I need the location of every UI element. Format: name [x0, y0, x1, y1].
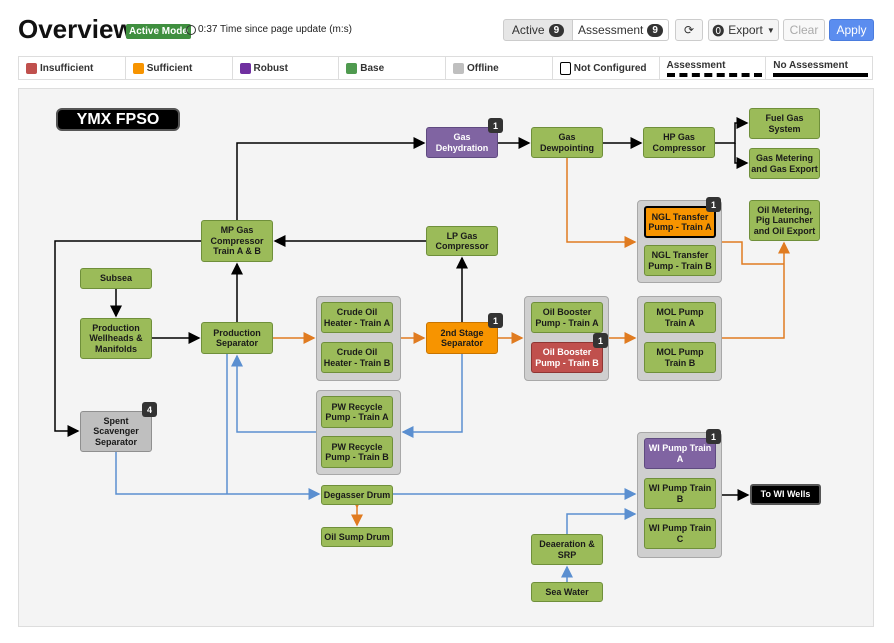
- active-count: 9: [548, 23, 565, 37]
- legend-sufficient: Sufficient: [126, 57, 233, 79]
- dashed-line-icon: [666, 72, 762, 77]
- swatch-icon: [239, 62, 251, 74]
- legend: Insufficient Sufficient Robust Base Offl…: [18, 56, 873, 80]
- refresh-button[interactable]: ⟳: [675, 19, 703, 41]
- node-oil-booster-b[interactable]: Oil Booster Pump - Train B: [531, 342, 603, 373]
- line: [236, 137, 426, 220]
- node-spent-scavenger[interactable]: Spent Scavenger Separator: [80, 411, 152, 452]
- swatch-icon: [346, 62, 358, 74]
- clock-icon: [186, 25, 196, 35]
- apply-button[interactable]: Apply: [829, 19, 874, 41]
- count-badge: 1: [488, 313, 503, 328]
- node-to-wi-wells[interactable]: To WI Wells: [750, 484, 821, 505]
- node-wi-pump-a[interactable]: WI Pump Train A: [644, 438, 716, 469]
- export-icon: ⓿: [712, 23, 725, 38]
- node-deaeration[interactable]: Deaeration & SRP: [531, 534, 603, 565]
- legend-assessment: Assessment: [660, 57, 767, 79]
- legend-insufficient: Insufficient: [19, 57, 126, 79]
- swatch-icon: [132, 62, 144, 74]
- legend-base: Base: [339, 57, 446, 79]
- node-mol-pump-a[interactable]: MOL Pump Train A: [644, 302, 716, 333]
- legend-label: Robust: [253, 62, 288, 74]
- legend-label: Assessment: [666, 59, 726, 71]
- node-lp-gas-compressor[interactable]: LP Gas Compressor: [426, 226, 498, 256]
- legend-label: Insufficient: [40, 62, 94, 74]
- swatch-icon: [453, 62, 464, 74]
- legend-offline: Offline: [446, 57, 553, 79]
- node-gas-dehydration[interactable]: Gas Dehydration: [426, 127, 498, 158]
- diagram-area: [18, 88, 874, 627]
- legend-label: Not Configured: [573, 62, 647, 74]
- node-fuel-gas[interactable]: Fuel Gas System: [749, 108, 820, 139]
- node-pw-recycle-a[interactable]: PW Recycle Pump - Train A: [321, 396, 393, 428]
- swatch-icon: [26, 62, 37, 74]
- count-badge: 4: [142, 402, 157, 417]
- page-title: Overview: [18, 14, 134, 44]
- node-sea-water[interactable]: Sea Water: [531, 582, 603, 602]
- node-degasser-drum[interactable]: Degasser Drum: [321, 485, 393, 505]
- export-label: Export: [728, 23, 763, 37]
- node-wi-pump-b[interactable]: WI Pump Train B: [644, 478, 716, 509]
- node-pw-recycle-b[interactable]: PW Recycle Pump - Train B: [321, 436, 393, 468]
- active-label: Active: [511, 23, 545, 37]
- node-crude-heater-a[interactable]: Crude Oil Heater - Train A: [321, 302, 393, 333]
- node-oil-sump-drum[interactable]: Oil Sump Drum: [321, 527, 393, 547]
- node-mol-pump-b[interactable]: MOL Pump Train B: [644, 342, 716, 373]
- legend-label: Base: [360, 62, 385, 74]
- node-gas-metering[interactable]: Gas Metering and Gas Export: [749, 148, 820, 179]
- count-badge: 1: [593, 333, 608, 348]
- update-timer: 0:37 Time since page update (m:s): [198, 24, 352, 35]
- refresh-icon: ⟳: [683, 23, 695, 37]
- clear-button[interactable]: Clear: [783, 19, 825, 41]
- count-badge: 1: [706, 429, 721, 444]
- assessment-count: 9: [647, 23, 663, 37]
- node-ngl-pump-b[interactable]: NGL Transfer Pump - Train B: [644, 245, 716, 276]
- node-ngl-pump-a[interactable]: NGL Transfer Pump - Train A: [644, 206, 716, 238]
- node-hp-gas-compressor[interactable]: HP Gas Compressor: [643, 127, 715, 158]
- node-mp-gas-compressor[interactable]: MP Gas Compressor Train A & B: [201, 220, 273, 262]
- legend-label: No Assessment: [773, 59, 848, 71]
- site-label: YMX FPSO: [56, 108, 180, 131]
- node-2nd-stage-separator[interactable]: 2nd Stage Separator: [426, 322, 498, 354]
- count-badge: 1: [488, 118, 503, 133]
- count-badge: 1: [706, 197, 721, 212]
- node-oil-booster-a[interactable]: Oil Booster Pump - Train A: [531, 302, 603, 333]
- legend-label: Offline: [467, 62, 499, 74]
- solid-line-icon: [773, 72, 869, 77]
- node-oil-metering[interactable]: Oil Metering, Pig Launcher and Oil Expor…: [749, 200, 820, 241]
- swatch-icon: [559, 61, 571, 75]
- legend-robust: Robust: [233, 57, 340, 79]
- node-wellheads[interactable]: Production Wellheads & Manifolds: [80, 318, 152, 359]
- mode-badge: Active Mode: [126, 24, 191, 39]
- caret-down-icon: ▼: [766, 25, 775, 35]
- node-wi-pump-c[interactable]: WI Pump Train C: [644, 518, 716, 549]
- node-production-separator[interactable]: Production Separator: [201, 322, 273, 354]
- legend-not-configured: Not Configured: [553, 57, 660, 79]
- node-crude-heater-b[interactable]: Crude Oil Heater - Train B: [321, 342, 393, 373]
- node-subsea[interactable]: Subsea: [80, 268, 152, 289]
- legend-no-assessment: No Assessment: [766, 57, 872, 79]
- assessment-label: Assessment: [578, 23, 644, 37]
- node-gas-dewpointing[interactable]: Gas Dewpointing: [531, 127, 603, 158]
- legend-label: Sufficient: [146, 62, 193, 74]
